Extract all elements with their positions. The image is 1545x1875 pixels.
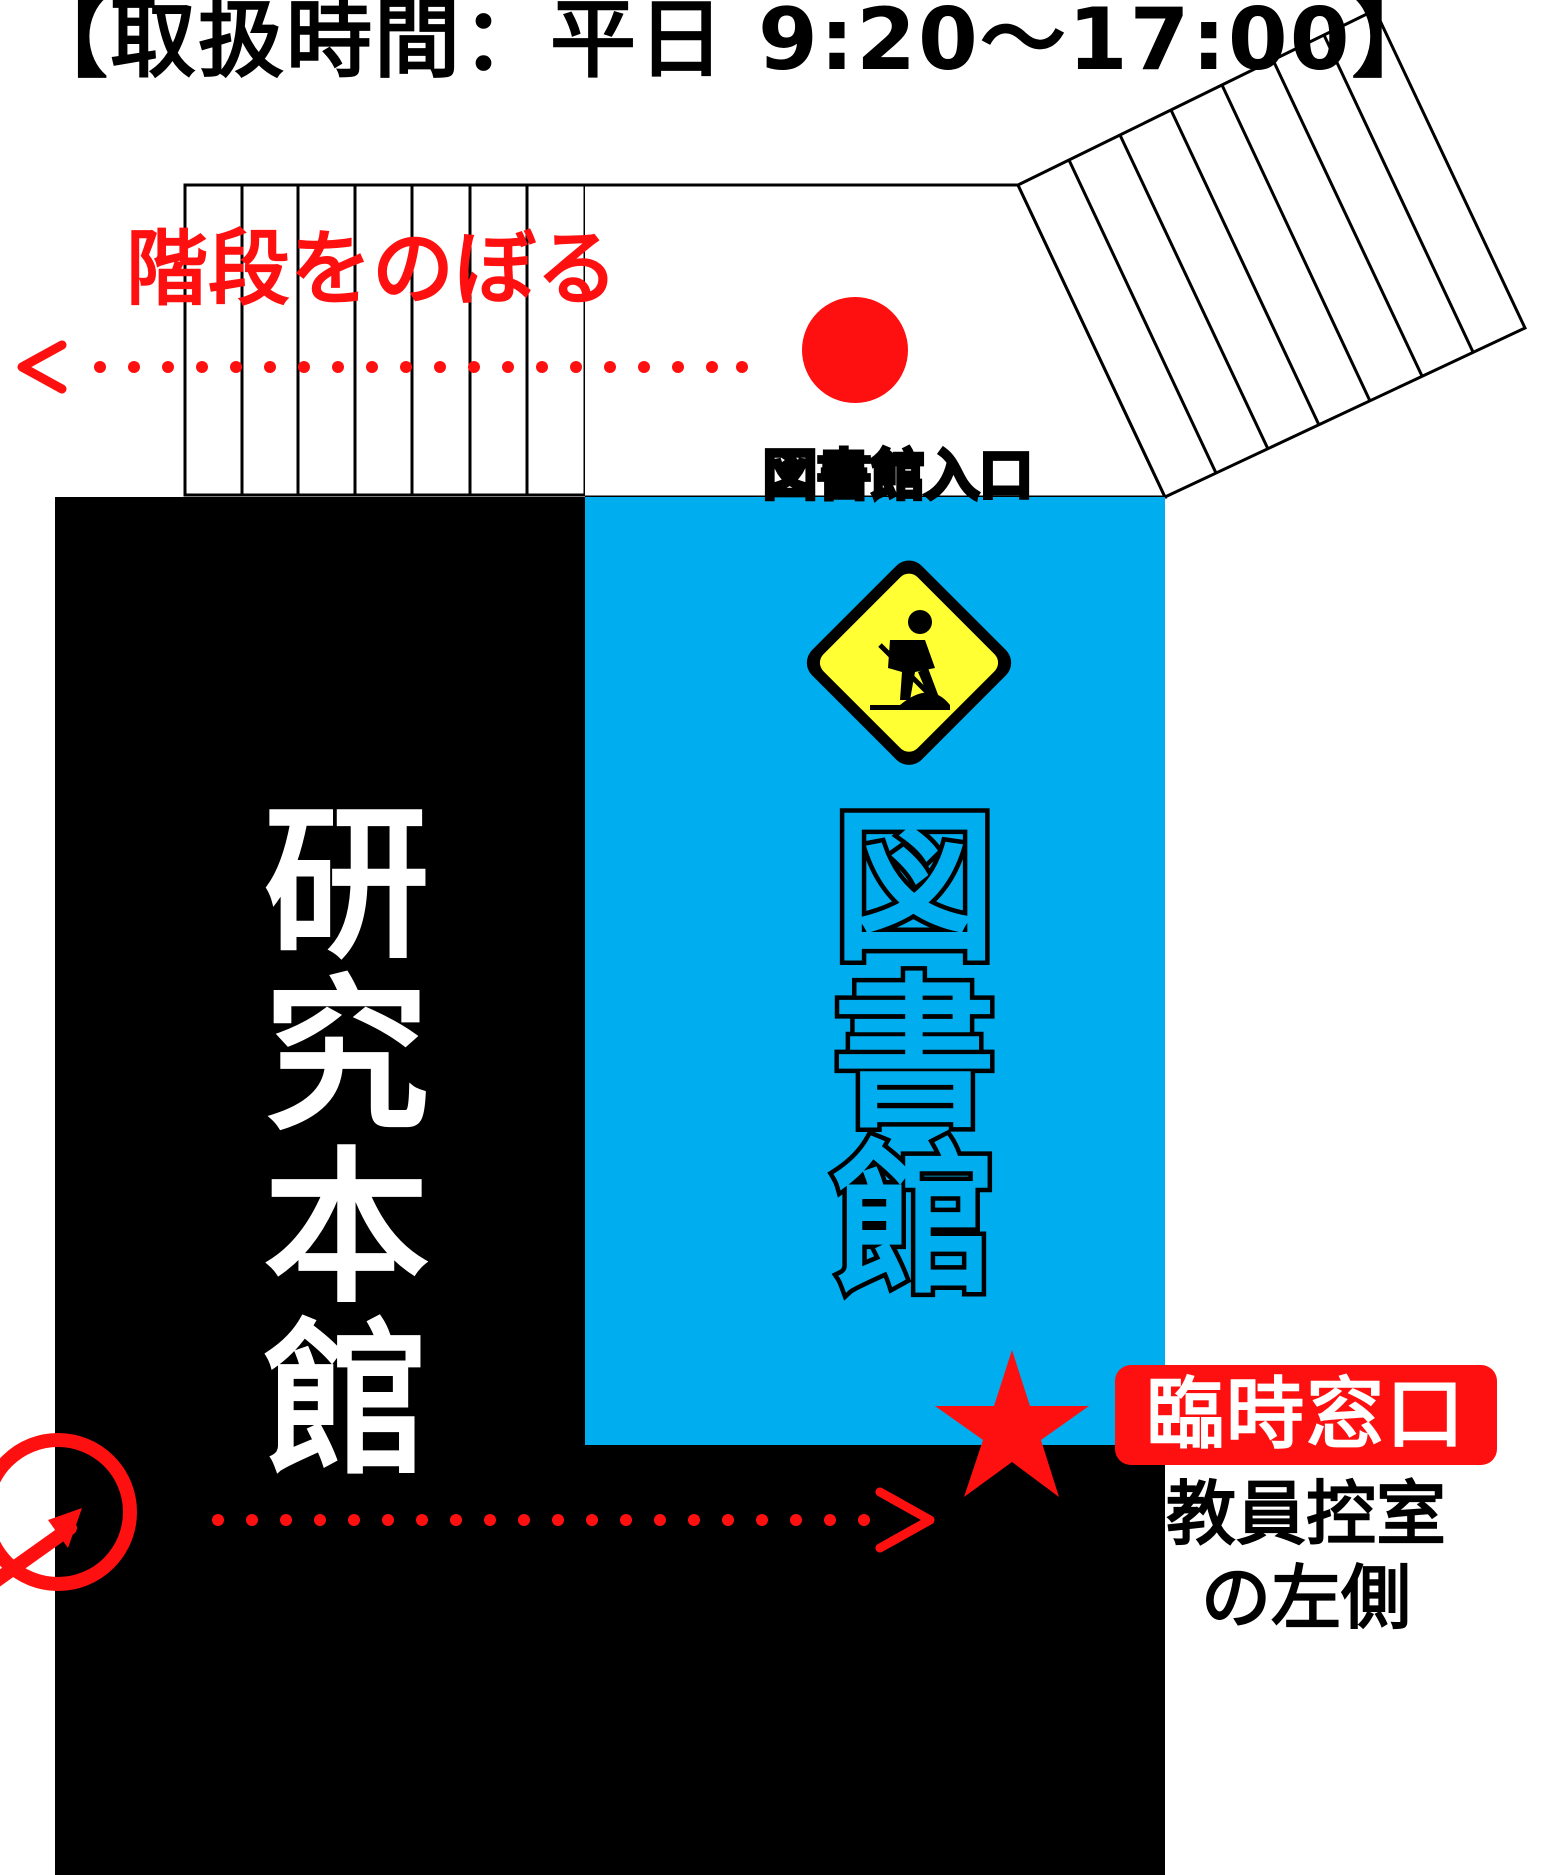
temporary-window-badge-text: 臨時窓口: [1145, 1370, 1466, 1460]
library-entrance-label: 図書館入口: [761, 442, 1035, 509]
temporary-window-note-line2: の左側: [1201, 1557, 1411, 1639]
stairs-route-arrow: [17, 340, 748, 394]
side-staircase: [1016, 7, 1527, 499]
temporary-window-note: 教員控室 の左側: [1115, 1472, 1497, 1640]
window-route-arrow: [212, 1487, 935, 1553]
main-building-name: 研究本館: [234, 796, 427, 1484]
temporary-window-badge: [1115, 1365, 1497, 1465]
library-name-outline: 図書館: [801, 797, 1001, 1304]
stairs-label: 階段をのぼる: [126, 222, 619, 317]
entrance-dot: [802, 297, 908, 403]
front-staircase: [183, 183, 587, 497]
entry-point-icon: [0, 1433, 137, 1591]
page-title: 【取扱時間：平日 9:20〜17:00】: [22, 0, 1440, 90]
construction-worker-sign-icon: [806, 560, 1012, 765]
star-icon: [935, 1350, 1089, 1497]
library-name: 図書館: [805, 801, 996, 1299]
temporary-window-note-line1: 教員控室: [1166, 1473, 1446, 1555]
